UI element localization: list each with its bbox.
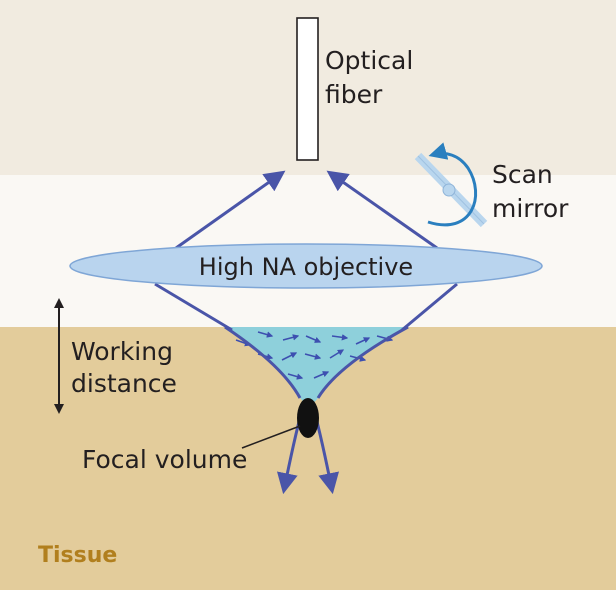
cone-edge-left (224, 325, 302, 399)
objective-label: High NA objective (199, 253, 413, 281)
excitation-cone (225, 327, 408, 404)
tissue-label: Tissue (38, 543, 117, 568)
focal-volume-label: Focal volume (82, 445, 247, 474)
scan-mirror-label-line1: Scan (492, 160, 553, 189)
scan-mirror (414, 152, 488, 228)
working-distance-label-line1: Working (71, 337, 173, 366)
beam-left-upper (175, 170, 286, 250)
beam-right-upper (326, 170, 438, 250)
beam-left-lower (154, 282, 233, 332)
scan-rotation-arrow (427, 142, 478, 227)
beam-right-lower (401, 282, 458, 332)
working-distance-label-line2: distance (71, 369, 177, 398)
focal-volume-leader (241, 425, 301, 449)
objective-lens (69, 243, 543, 289)
optical-fiber (296, 17, 319, 161)
focal-spot (297, 398, 319, 438)
optical-fiber-label-line2: fiber (325, 80, 383, 109)
cone-edge-right (316, 325, 409, 399)
optical-fiber-label-line1: Optical (325, 46, 413, 75)
scan-mirror-label-line2: mirror (492, 194, 569, 223)
